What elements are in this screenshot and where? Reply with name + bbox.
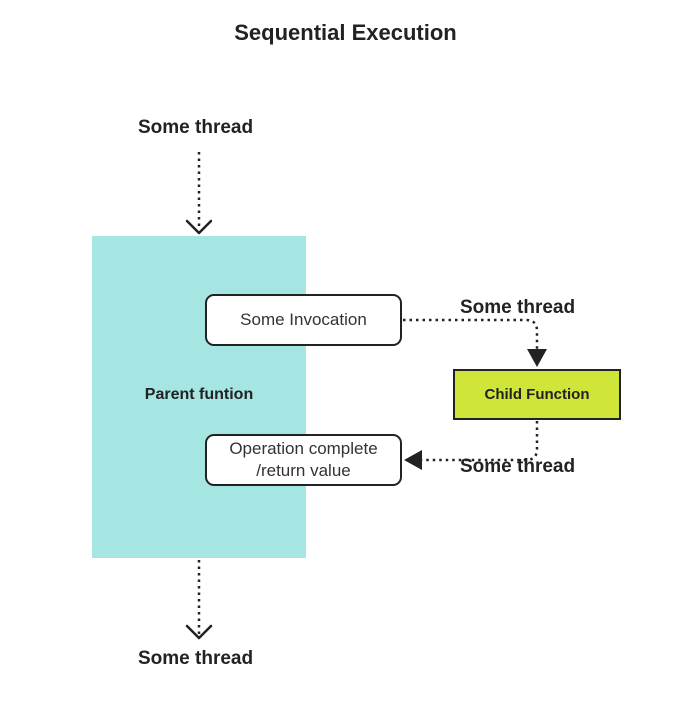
bottom-thread-arrowhead — [185, 624, 213, 640]
parent-function-block — [92, 236, 306, 558]
bottom-thread-label: Some thread — [138, 648, 254, 669]
diagram-title: Sequential Execution — [234, 20, 457, 45]
top-thread-arrowhead — [185, 219, 213, 235]
invocation-box: Some Invocation — [205, 294, 402, 346]
return-box: Operation complete /return value — [205, 434, 402, 486]
return-thread-label: Some thread — [460, 456, 576, 477]
parent-function-label: Parent funtion — [144, 386, 254, 403]
call-arrowhead — [527, 349, 547, 367]
child-function-label: Child Function — [484, 386, 590, 403]
invocation-label: Some Invocation — [240, 309, 367, 329]
return-arrowhead — [404, 450, 422, 470]
call-thread-label: Some thread — [460, 297, 576, 318]
return-connector — [422, 421, 539, 462]
call-connector — [403, 318, 539, 350]
return-label-line2: /return value — [256, 461, 351, 480]
return-label-line1: Operation complete — [229, 438, 378, 458]
top-thread-label: Some thread — [138, 117, 254, 138]
child-function-box: Child Function — [453, 369, 621, 420]
